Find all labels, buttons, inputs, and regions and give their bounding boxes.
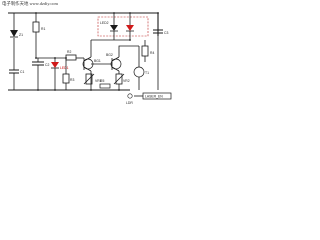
r1-label: R1 — [41, 27, 45, 31]
junction-dot — [35, 12, 37, 14]
led2-left-symbol — [110, 25, 118, 31]
top-rail — [8, 12, 159, 36]
schematic-diagram: 电子制作天地 www.dzdiy.com Z1 C1 R1 C2 LED1 — [0, 0, 180, 119]
junction-dot — [35, 57, 37, 59]
r5-label: R5 — [100, 79, 104, 83]
c1-symbol — [9, 69, 19, 74]
r3-label: R3 — [70, 78, 74, 82]
bg2-label: BG2 — [106, 53, 113, 57]
r1-symbol — [32, 21, 40, 33]
c3-label: C3 — [164, 31, 168, 35]
r2-symbol — [65, 54, 77, 61]
led2-right-symbol — [126, 25, 134, 31]
c2-label: C2 — [45, 63, 49, 67]
r3-symbol — [62, 73, 70, 84]
circuit-svg: Z1 C1 R1 C2 LED1 R2 BG1 — [8, 12, 172, 105]
r4-symbol — [141, 45, 149, 57]
c2-symbol — [32, 61, 44, 66]
watermark: 电子制作天地 www.dzdiy.com — [2, 1, 58, 6]
z1-label: Z1 — [19, 33, 23, 37]
junction-dot — [129, 12, 131, 14]
laser-en-box — [142, 92, 172, 100]
junction-dot — [37, 89, 39, 91]
z1-symbol — [10, 30, 18, 37]
led1-symbol — [51, 62, 59, 68]
r5-symbol — [99, 83, 111, 89]
junction-dot — [157, 12, 159, 14]
vr2-label: VR2 — [123, 79, 130, 83]
t1-symbol — [133, 66, 145, 78]
ldr-symbol — [127, 93, 133, 99]
led-dashed-box — [97, 16, 149, 37]
ldr-label: LDR — [126, 101, 133, 105]
junction-dot — [113, 12, 115, 14]
c1-label: C1 — [20, 70, 24, 74]
junction-dot — [90, 89, 92, 91]
led1-label: LED1 — [60, 66, 69, 70]
junction-dot — [118, 89, 120, 91]
t1-label: T1 — [145, 71, 149, 75]
vr1-symbol — [85, 73, 93, 85]
bg1-label: BG1 — [94, 59, 101, 63]
r4-label: R4 — [150, 51, 154, 55]
junction-dot — [54, 89, 56, 91]
junction-dot — [65, 57, 67, 59]
led2-label: LED2 — [100, 21, 109, 25]
junction-dot — [54, 57, 56, 59]
junction-dot — [129, 39, 131, 41]
laser-en-label: LASER_EN — [145, 95, 163, 99]
vr1-label: VR1 — [95, 79, 102, 83]
r2-label: R2 — [67, 50, 71, 54]
